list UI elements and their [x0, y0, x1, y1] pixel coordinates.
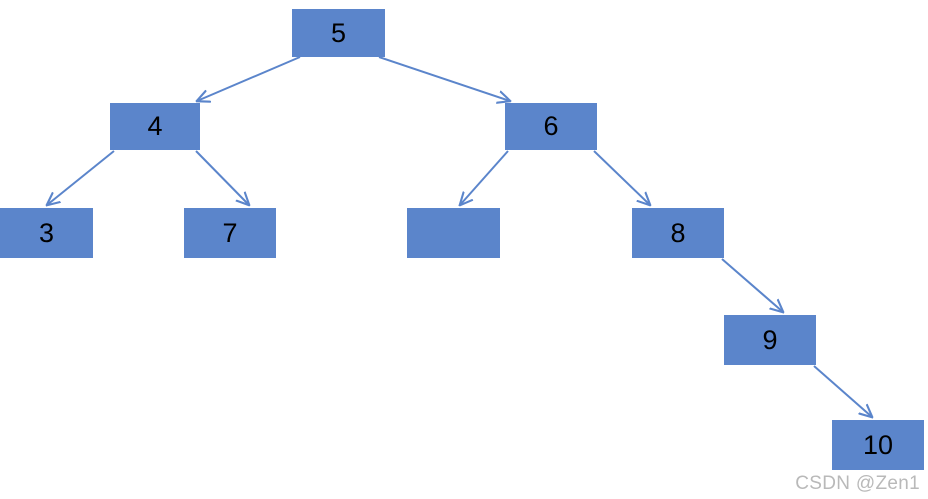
tree-node-nempty[interactable]	[407, 208, 500, 258]
tree-node-n7[interactable]: 7	[184, 208, 276, 258]
tree-edge-n8-to-n9	[721, 258, 783, 312]
tree-edge-n9-to-n10	[813, 365, 872, 417]
tree-node-label: 7	[222, 217, 238, 248]
tree-edges	[47, 56, 872, 417]
tree-node-label: 3	[38, 217, 55, 248]
watermark-label: CSDN @Zen1	[795, 473, 920, 494]
tree-edge-n6-to-nempty	[460, 150, 509, 205]
tree-edge-n5-to-n4	[197, 56, 301, 101]
tree-node-label: 8	[670, 217, 686, 248]
tree-node-label: 4	[147, 111, 163, 141]
tree-node-n8[interactable]: 8	[632, 208, 724, 258]
tree-edge-n4-to-n7	[195, 150, 249, 205]
tree-edge-n5-to-n6	[378, 56, 510, 101]
tree-edge-n6-to-n8	[593, 150, 650, 205]
tree-node-n4[interactable]: 4	[110, 103, 200, 150]
tree-node-n3[interactable]: 3	[0, 208, 93, 258]
tree-node-label: 10	[862, 429, 894, 460]
tree-node-n9[interactable]: 9	[724, 315, 816, 365]
tree-node-label: 6	[543, 111, 559, 141]
tree-edge-n4-to-n3	[47, 150, 115, 205]
tree-node-n10[interactable]: 10	[832, 420, 924, 470]
tree-node-label: 5	[330, 17, 347, 48]
tree-node-label: 9	[762, 324, 778, 355]
tree-node-n5[interactable]: 5	[292, 9, 385, 57]
tree-node-n6[interactable]: 6	[505, 103, 597, 150]
